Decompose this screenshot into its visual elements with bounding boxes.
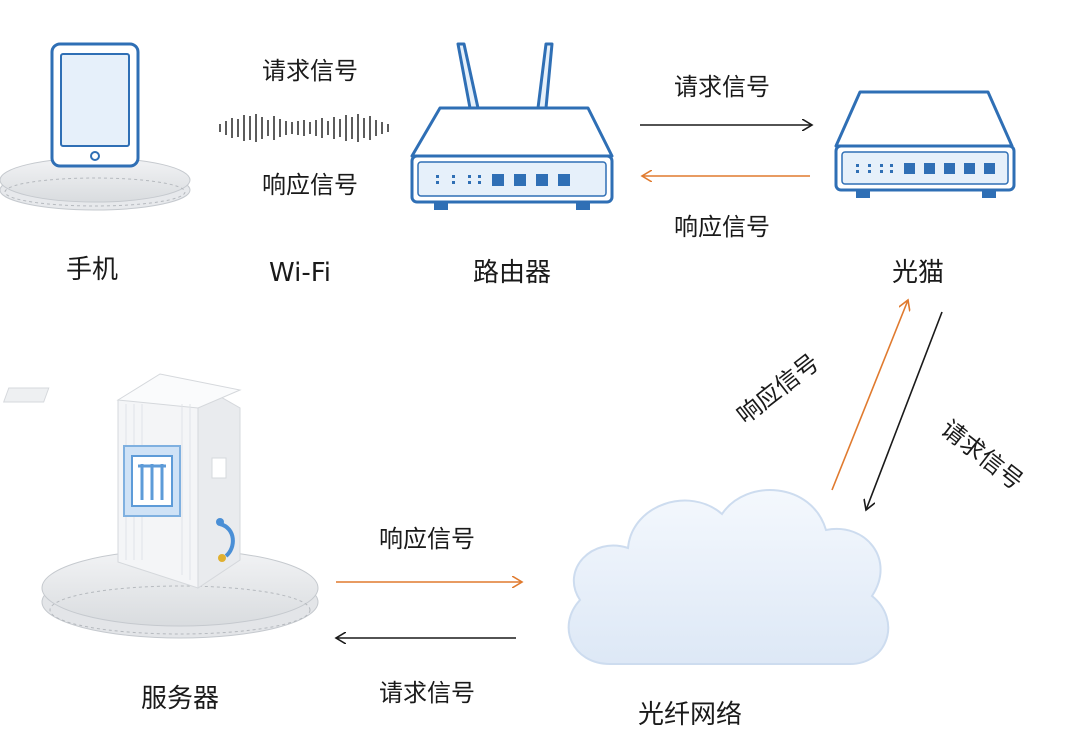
modem-to-fiber-request-arrow <box>866 311 943 510</box>
fiber-server-request-label: 请求信号 <box>379 679 475 707</box>
wifi-request-label: 请求信号 <box>262 57 358 85</box>
router-modem-response-label: 响应信号 <box>674 213 770 241</box>
wifi-response-label: 响应信号 <box>262 171 358 199</box>
server-device-icon <box>3 373 319 639</box>
server-fiber-response-label: 响应信号 <box>379 525 475 553</box>
phone-device-icon <box>0 42 191 211</box>
router-label: 路由器 <box>472 258 552 288</box>
fiber-to-modem-response-arrow <box>831 300 908 491</box>
fiber-network-label: 光纤网络 <box>637 700 743 730</box>
server-label: 服务器 <box>140 684 220 714</box>
wifi-label: Wi-Fi <box>268 258 332 288</box>
fiber-network-cloud-icon <box>567 489 890 665</box>
modem-device-icon <box>834 90 1016 198</box>
router-device-icon <box>410 42 614 210</box>
router-modem-request-label: 请求信号 <box>674 73 770 101</box>
wifi-signal-icon <box>219 114 389 142</box>
modem-label: 光猫 <box>891 258 945 288</box>
phone-label: 手机 <box>65 255 119 285</box>
